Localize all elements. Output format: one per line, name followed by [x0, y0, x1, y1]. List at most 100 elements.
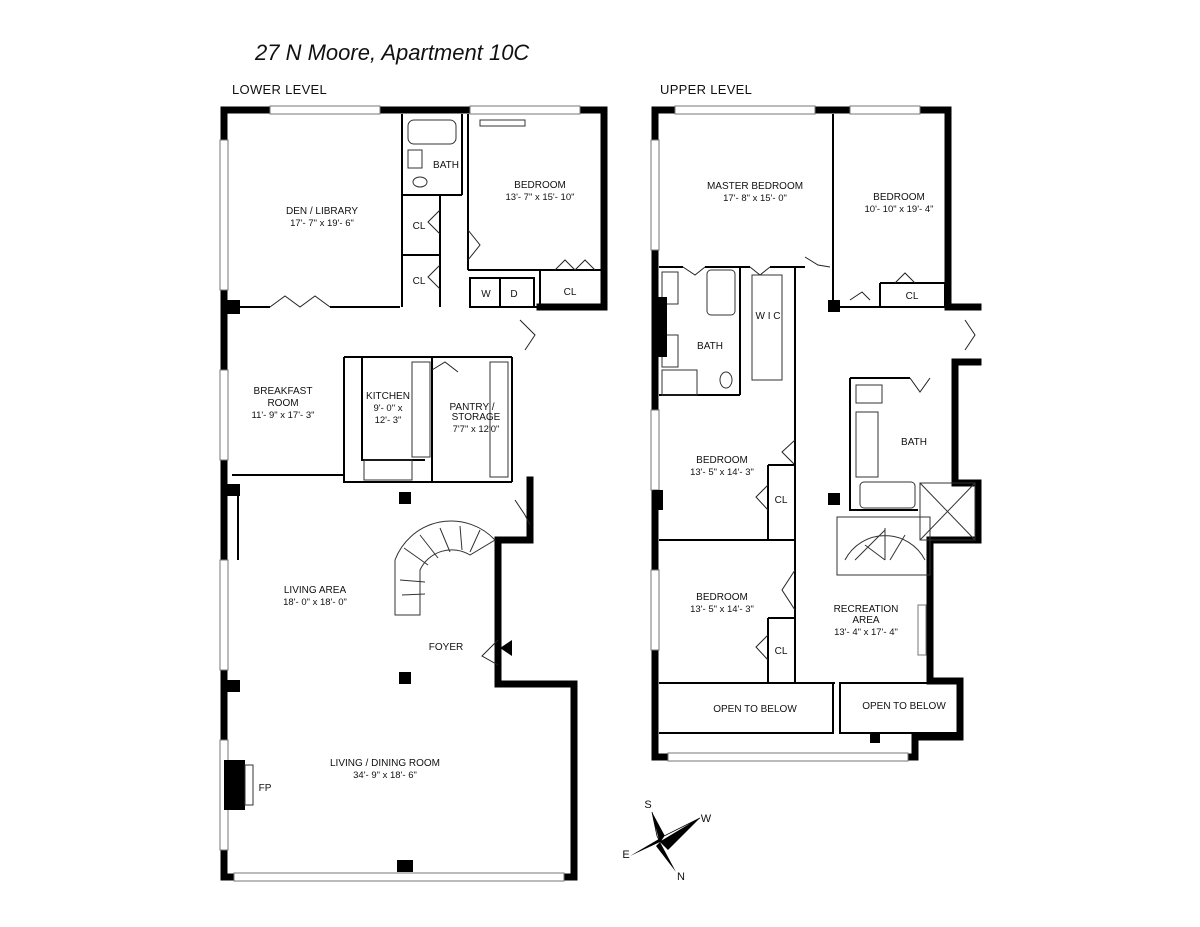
master-bedroom-dims: 17'- 8" x 15'- 0" [723, 193, 787, 204]
compass-west-label: W [701, 813, 712, 825]
lower-level-plan [219, 105, 608, 882]
column [399, 672, 411, 684]
closet-label: CL [775, 495, 788, 506]
upper-bath-1-label: BATH [697, 341, 723, 352]
column [870, 733, 880, 743]
window [219, 139, 229, 291]
compass-north-label: N [677, 871, 685, 883]
lower-level-label: LOWER LEVEL [232, 82, 328, 97]
closet-label: CL [413, 221, 426, 232]
window [917, 604, 927, 656]
pantry-label-2: STORAGE [452, 412, 501, 423]
fireplace-label: FP [259, 783, 272, 794]
window [233, 872, 565, 882]
column [399, 492, 411, 504]
closet-label: CL [564, 287, 577, 298]
closet-label: CL [775, 646, 788, 657]
bathtub [859, 481, 916, 509]
window [650, 409, 660, 491]
kitchen-label: KITCHEN [366, 391, 410, 402]
column [653, 297, 667, 357]
window [219, 369, 229, 461]
fireplace [224, 760, 245, 810]
den-label: DEN / LIBRARY [286, 206, 358, 217]
upper-bedroom-2-label: BEDROOM [696, 455, 748, 466]
upper-bedroom-2-dims: 13'- 5" x 14'- 3" [690, 467, 754, 478]
dryer-label: D [510, 289, 517, 300]
sink [407, 149, 423, 169]
window [674, 105, 816, 115]
recreation-dims: 13'- 4" x 17'- 4" [834, 627, 898, 638]
entry-arrow [500, 640, 512, 656]
spiral-staircase [394, 520, 496, 616]
lower-bedroom-dims: 13'- 7" x 15'- 10" [506, 192, 575, 203]
counter [411, 361, 431, 458]
shelving [489, 361, 509, 478]
kitchen-dims-2: 12'- 3" [375, 415, 402, 426]
breakfast-dims: 11'- 9" x 17'- 3" [251, 410, 314, 421]
window [667, 752, 909, 762]
den-dims: 17'- 7" x 19'- 6" [290, 218, 354, 229]
upper-bedroom-3-label: BEDROOM [696, 592, 748, 603]
column [226, 484, 240, 496]
window [219, 559, 229, 671]
window [269, 105, 381, 115]
upper-bedroom-1-label: BEDROOM [873, 192, 925, 203]
toilet [412, 176, 428, 188]
recreation-label-1: RECREATION [834, 604, 899, 615]
column [828, 300, 840, 312]
plan-title: 27 N Moore, Apartment 10C [255, 40, 530, 65]
washer-label: W [481, 289, 491, 300]
wic-label: W I C [756, 311, 781, 322]
compass-south-label: S [644, 799, 651, 811]
vanity [855, 411, 879, 478]
open-to-below-label: OPEN TO BELOW [862, 701, 946, 712]
living-area-dims: 18'- 0" x 18'- 0" [283, 597, 347, 608]
window [650, 139, 660, 251]
lower-bedroom-label: BEDROOM [514, 180, 566, 191]
bathtub [706, 269, 736, 316]
shower [919, 482, 976, 541]
compass-rose [630, 811, 701, 872]
column [226, 300, 240, 314]
closet-label: CL [906, 291, 919, 302]
hearth [244, 764, 254, 806]
pantry-dims: 7'7" x 12'0" [453, 424, 500, 435]
window [650, 569, 660, 651]
compass-east-label: E [622, 849, 629, 861]
master-bedroom-label: MASTER BEDROOM [707, 181, 803, 192]
kitchen-dims-1: 9'- 0" x [374, 403, 403, 414]
window [469, 105, 581, 115]
bathtub [407, 119, 457, 145]
lower-bath-label: BATH [433, 160, 459, 171]
spiral-staircase [836, 516, 931, 576]
column [397, 860, 413, 872]
living-area-label: LIVING AREA [284, 585, 347, 596]
breakfast-label-1: BREAKFAST [254, 386, 313, 397]
column [226, 680, 240, 692]
shower [661, 369, 698, 396]
window-sill [479, 119, 526, 127]
upper-bedroom-1-dims: 10'- 10" x 19'- 4" [865, 204, 934, 215]
closet-label: CL [413, 276, 426, 287]
open-to-below-label: OPEN TO BELOW [713, 704, 797, 715]
range [363, 459, 413, 481]
recreation-label-2: AREA [852, 615, 880, 626]
upper-level-label: UPPER LEVEL [660, 82, 753, 97]
upper-bath-2-label: BATH [901, 437, 927, 448]
vanity [661, 271, 679, 305]
window [849, 105, 921, 115]
foyer-label: FOYER [429, 642, 463, 653]
toilet [855, 384, 883, 404]
living-dining-label: LIVING / DINING ROOM [330, 758, 440, 769]
breakfast-label-2: ROOM [267, 398, 298, 409]
upper-level-plan [650, 105, 982, 762]
toilet [719, 371, 733, 389]
pantry-label-1: PANTRY / [449, 402, 494, 413]
living-dining-dims: 34'- 9" x 18'- 6" [353, 770, 417, 781]
upper-bedroom-3-dims: 13'- 5" x 14'- 3" [690, 604, 754, 615]
wic-shelving [751, 274, 783, 381]
column [828, 493, 840, 505]
column [653, 490, 663, 510]
